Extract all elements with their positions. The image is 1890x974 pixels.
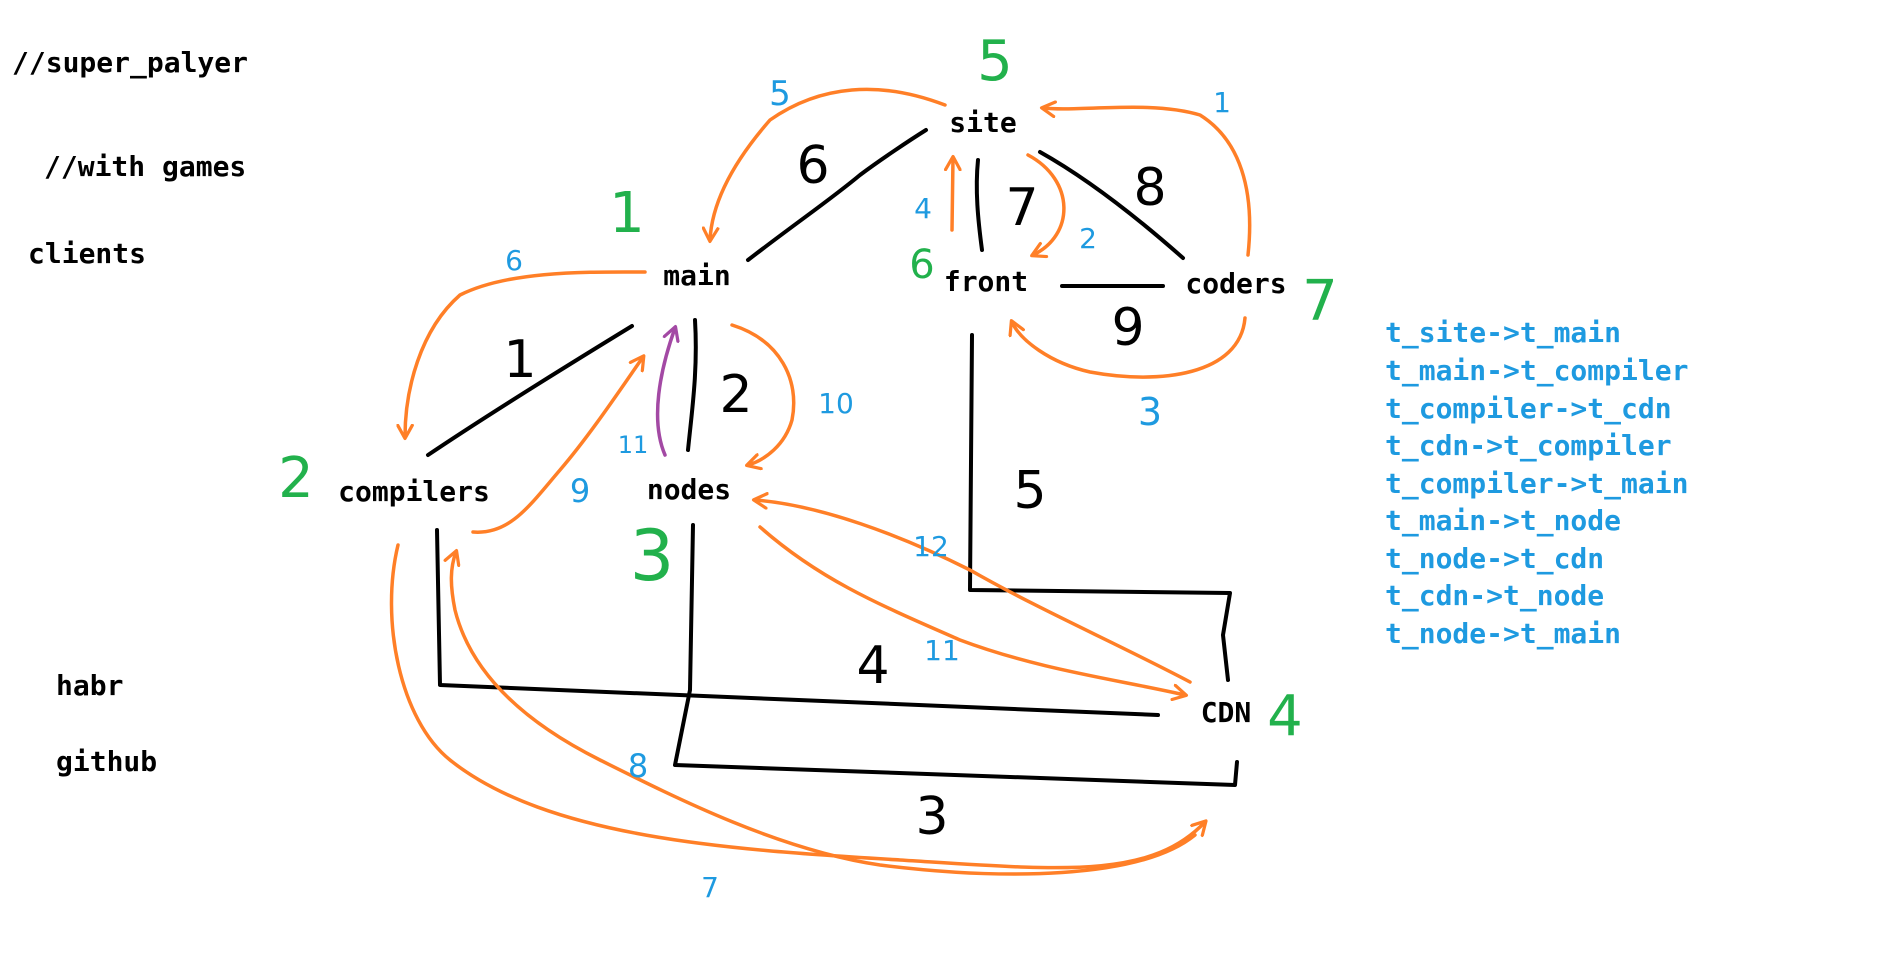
connection-site-coders (1038, 150, 1185, 260)
connection-main-compilers (426, 324, 634, 457)
step-number: 12 (913, 530, 949, 563)
arrow-compilers-main (471, 357, 643, 534)
node-number-nodes: 3 (630, 515, 675, 597)
nodes: site main front coders compilers nodes C… (338, 106, 1286, 729)
arrow-site-main (710, 87, 947, 240)
step-numbers: 1 2 3 4 5 6 7 8 9 10 11 12 11 (505, 74, 1231, 904)
step-number: 11 (924, 634, 960, 667)
connection-front-site (974, 158, 984, 252)
step-number: 5 (769, 74, 791, 114)
note-clients: clients (28, 237, 146, 270)
note-habr: habr (56, 669, 123, 702)
arrow-coders-site (1043, 107, 1252, 257)
connection-number: 6 (796, 136, 829, 196)
step-number: 3 (1138, 390, 1162, 434)
step-number: 10 (818, 387, 854, 420)
note-with-games: //with games (44, 150, 246, 183)
connection-number: 5 (1013, 461, 1046, 521)
arrow-main-nodes (730, 323, 796, 465)
connection-number: 1 (503, 330, 536, 390)
step-number: 6 (505, 244, 523, 277)
transfer-list: t_site->t_main t_main->t_compiler t_comp… (1385, 316, 1688, 650)
connection-number: 4 (856, 636, 889, 696)
connection-main-nodes (686, 318, 698, 452)
node-number-coders: 7 (1302, 269, 1338, 334)
transfer-item: t_cdn->t_node (1385, 579, 1604, 612)
arrow-nodes-cdn (758, 525, 1185, 695)
node-cdn: CDN (1201, 696, 1252, 729)
node-numbers: 5 1 6 7 2 3 4 (278, 29, 1338, 749)
step-number: 1 (1213, 86, 1231, 119)
node-front: front (944, 265, 1028, 298)
transfer-item: t_compiler->t_cdn (1385, 392, 1672, 425)
node-number-site: 5 (977, 29, 1013, 94)
connections (426, 128, 1239, 787)
arrow-main-compilers (405, 270, 647, 437)
connection-numbers: 1 2 3 4 5 6 7 8 9 (503, 136, 1166, 847)
node-coders: coders (1185, 267, 1286, 300)
note-github: github (56, 745, 157, 778)
transfer-item: t_node->t_main (1385, 617, 1621, 650)
node-number-main: 1 (609, 181, 645, 246)
connection-number: 3 (915, 787, 948, 847)
node-number-cdn: 4 (1267, 684, 1303, 749)
arrow-coders-front (1012, 316, 1247, 379)
connection-number: 9 (1111, 298, 1144, 358)
transfer-item: t_compiler->t_main (1385, 467, 1688, 500)
transfer-item: t_main->t_compiler (1385, 354, 1688, 387)
transfer-item: t_main->t_node (1385, 504, 1621, 537)
arrow-nodes-main (655, 328, 675, 457)
connection-compilers-cdn (435, 528, 1160, 717)
connection-number: 2 (719, 365, 752, 425)
notes: //super_palyer //with games clients habr… (12, 46, 248, 778)
connection-number: 7 (1005, 178, 1038, 238)
node-compilers: compilers (338, 475, 490, 508)
arrow-cdn-compilers (451, 552, 1197, 876)
node-nodes: nodes (647, 473, 731, 506)
transfer-item: t_site->t_main (1385, 316, 1621, 349)
arrow-compilers-cdn (389, 543, 1205, 870)
connection-front-cdn (968, 333, 1232, 682)
connection-nodes-cdn (673, 523, 1239, 787)
data-flow-arrows (389, 87, 1252, 876)
transfer-item: t_node->t_cdn (1385, 542, 1604, 575)
node-main: main (663, 259, 730, 292)
step-number: 4 (914, 192, 932, 225)
connection-number: 8 (1133, 158, 1166, 218)
arrow-cdn-nodes (755, 500, 1192, 684)
node-number-compilers: 2 (278, 446, 314, 511)
step-number: 8 (628, 747, 648, 785)
node-number-front: 6 (909, 242, 934, 288)
note-super-player: //super_palyer (12, 46, 248, 79)
transfer-item: t_cdn->t_compiler (1385, 429, 1672, 462)
step-number: 11 (618, 431, 649, 459)
connection-main-site (746, 128, 928, 262)
step-number: 9 (570, 472, 590, 510)
step-number: 7 (701, 871, 719, 904)
step-number: 2 (1079, 222, 1097, 255)
arrow-front-site (952, 158, 953, 232)
arrow-site-front (1026, 153, 1066, 255)
node-site: site (949, 106, 1016, 139)
